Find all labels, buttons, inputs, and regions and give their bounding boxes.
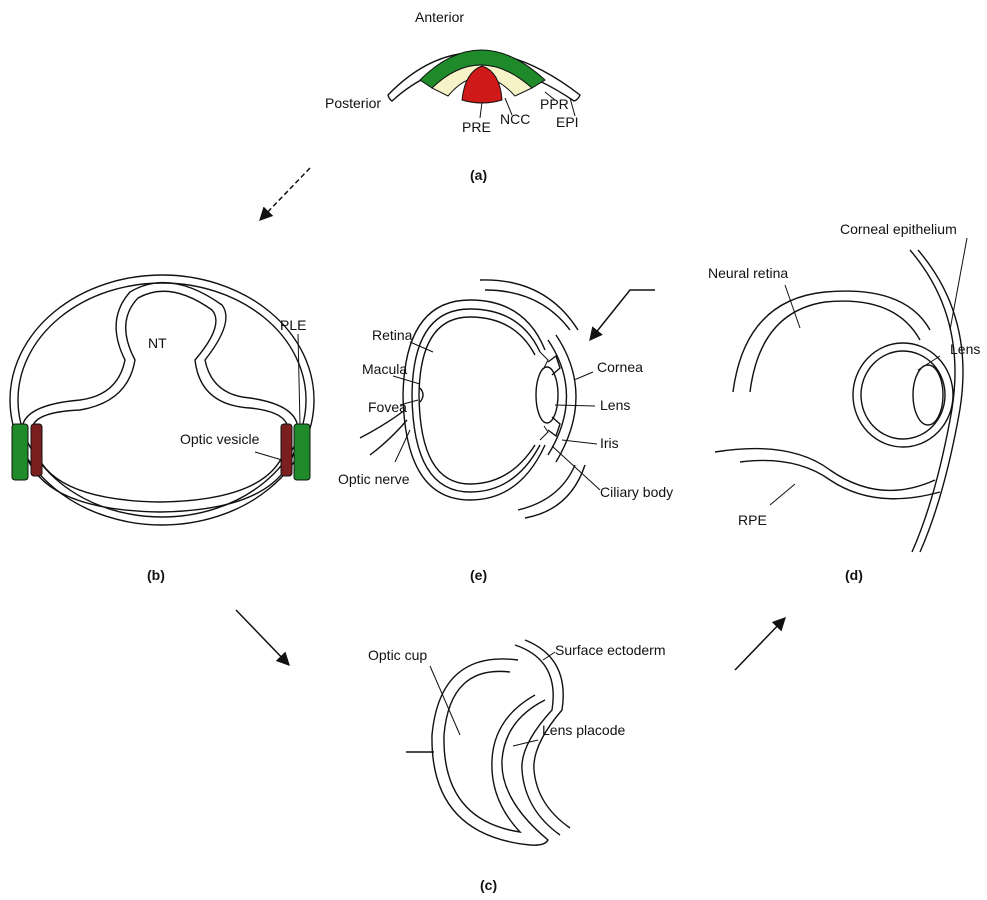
label-neural-retina: Neural retina — [708, 265, 788, 281]
label-optic-vesicle: Optic vesicle — [180, 431, 260, 447]
label-rpe: RPE — [738, 512, 767, 528]
flow-arrows — [236, 168, 785, 670]
label-epi: EPI — [556, 114, 579, 130]
label-surface-ectoderm: Surface ectoderm — [555, 642, 666, 658]
optic-vesicle-left — [31, 424, 42, 476]
label-optic-cup: Optic cup — [368, 647, 427, 663]
optic-cup-inner — [444, 671, 535, 832]
neural-tube-outer — [22, 283, 298, 512]
arrow-a-to-b — [260, 168, 310, 220]
panel-c: Optic cup Surface ectoderm Lens placode … — [368, 640, 666, 893]
caption-a: (a) — [470, 167, 487, 183]
lens-vesicle-outer — [853, 343, 953, 447]
label-fovea: Fovea — [368, 399, 407, 415]
arrow-b-to-c — [236, 610, 289, 665]
label-ppr: PPR — [540, 96, 569, 112]
label-anterior: Anterior — [415, 9, 464, 25]
caption-b: (b) — [147, 567, 165, 583]
fovea-pit — [420, 388, 423, 402]
label-corneal-epithelium: Corneal epithelium — [840, 221, 957, 237]
caption-e: (e) — [470, 567, 487, 583]
lens-d — [913, 365, 943, 425]
label-lens-placode: Lens placode — [542, 722, 626, 738]
cornea-curve — [548, 340, 567, 455]
panel-e: Retina Macula Fovea Optic nerve Cornea L… — [338, 280, 673, 583]
panel-a: Anterior Posterior PRE NCC PPR EPI (a) — [325, 9, 580, 183]
rpe-outer — [715, 449, 935, 491]
label-lens-d: Lens — [950, 341, 980, 357]
label-lens-e: Lens — [600, 397, 630, 413]
corneal-epithelium-outer — [910, 250, 955, 552]
label-posterior: Posterior — [325, 95, 381, 111]
eyelid-lower — [518, 465, 575, 510]
optic-nerve — [360, 410, 407, 455]
optic-cup-outer — [432, 659, 548, 845]
rpe-inner — [740, 460, 940, 498]
label-cornea: Cornea — [597, 359, 643, 375]
label-retina: Retina — [372, 327, 413, 343]
label-ciliary-body: Ciliary body — [600, 484, 673, 500]
label-pre: PRE — [462, 119, 491, 135]
arrow-c-to-d — [735, 618, 785, 670]
ple-right — [294, 424, 310, 480]
label-iris: Iris — [600, 435, 619, 451]
panel-d: Corneal epithelium Neural retina Lens RP… — [708, 221, 980, 583]
label-ple: PLE — [280, 317, 306, 333]
neural-retina-outer — [733, 291, 930, 392]
embryo-outer — [10, 275, 314, 525]
ple-left — [12, 424, 28, 480]
panel-b: NT PLE Optic vesicle (b) — [10, 275, 314, 583]
label-ncc: NCC — [500, 111, 530, 127]
neural-retina-inner — [750, 301, 920, 392]
retina-layer — [419, 317, 535, 484]
ciliary-lower — [540, 426, 548, 440]
ciliary-upper — [540, 352, 548, 368]
lens-vesicle-inner — [861, 351, 945, 439]
caption-d: (d) — [845, 567, 863, 583]
eye-lens — [536, 367, 558, 423]
label-optic-nerve: Optic nerve — [338, 471, 410, 487]
optic-vesicle-right — [281, 424, 292, 476]
neural-tube-inner — [32, 291, 288, 502]
caption-c: (c) — [480, 877, 497, 893]
iris-lower — [548, 417, 560, 436]
eyelid-upper — [485, 290, 570, 330]
arrow-to-e — [590, 290, 655, 340]
sclera-outer — [403, 300, 545, 500]
label-macula: Macula — [362, 361, 407, 377]
label-nt: NT — [148, 335, 167, 351]
